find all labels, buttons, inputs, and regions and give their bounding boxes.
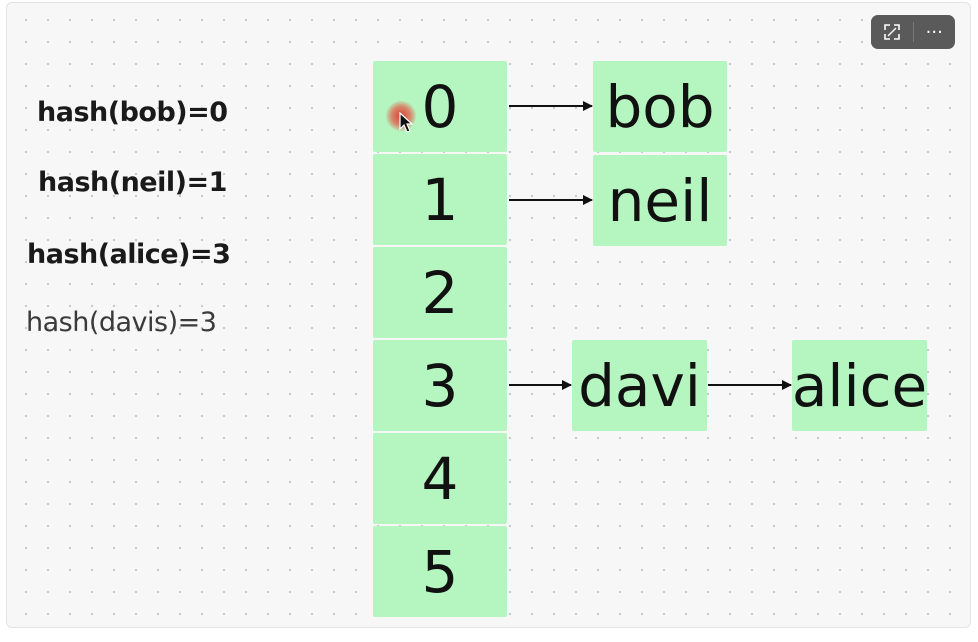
bucket-4: 4: [373, 433, 507, 524]
more-button[interactable]: ···: [913, 15, 955, 49]
bucket-2: 2: [373, 247, 507, 338]
hash-label-neil: hash(neil)=1: [38, 167, 227, 198]
node-bob: bob: [593, 61, 727, 152]
mouse-cursor-icon: [399, 112, 414, 133]
toolbar-divider: [912, 22, 914, 42]
hash-label-alice: hash(alice)=3: [27, 239, 231, 270]
bucket-5: 5: [373, 526, 507, 617]
bucket-3: 3: [373, 340, 507, 431]
hash-label-bob: hash(bob)=0: [37, 97, 228, 128]
bucket-1: 1: [373, 154, 507, 245]
node-davi: davi: [572, 340, 707, 431]
more-icon: ···: [925, 21, 943, 43]
node-alice: alice: [792, 340, 927, 431]
node-neil: neil: [593, 155, 727, 246]
hash-label-davis: hash(davis)=3: [26, 307, 217, 338]
canvas-toolbar: ···: [871, 15, 955, 49]
expand-icon: [883, 24, 900, 40]
expand-button[interactable]: [871, 15, 913, 49]
bucket-0: 0: [373, 61, 507, 152]
